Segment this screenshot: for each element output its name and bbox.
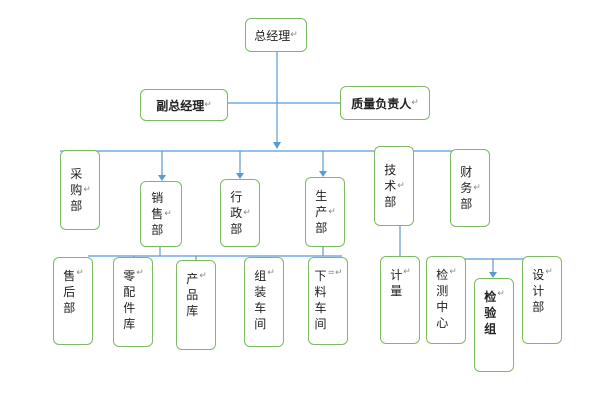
node-design-dept: 设计部↵ — [522, 256, 562, 344]
node-product-warehouse: 产品库↵ — [176, 260, 216, 350]
paragraph-mark-icon: ↵ — [403, 267, 411, 277]
node-inspection-group-label: 检验组 — [484, 290, 497, 336]
paragraph-mark-icon: ↵ — [328, 207, 336, 217]
node-general-manager: 总经理↵ — [245, 18, 307, 52]
paragraph-mark-icon: ↵ — [497, 289, 505, 299]
paragraph-mark-icon: ↵ — [164, 209, 172, 219]
node-general-manager-label: 总经理 — [254, 28, 291, 43]
node-admin-dept: 行政部↵ — [220, 179, 260, 247]
node-cutting-workshop: 下料车间=↵ — [308, 257, 348, 345]
node-metering-label: 计量 — [390, 268, 403, 298]
node-testing-center-label: 检测中心 — [436, 268, 449, 330]
node-assembly-workshop: 组装车间↵ — [244, 257, 284, 347]
paragraph-mark-icon: ↵ — [411, 98, 419, 108]
node-design-dept-label: 设计部 — [532, 268, 545, 314]
node-cutting-workshop-label: 下料车间 — [314, 269, 327, 331]
node-metering: 计量↵ — [380, 256, 420, 344]
node-quality-manager-label: 质量负责人 — [351, 96, 412, 111]
node-after-sales-dept: 售后部↵ — [53, 257, 93, 345]
paragraph-mark-icon: ↵ — [83, 185, 91, 195]
node-technology-dept: 技术部↵ — [374, 146, 414, 226]
paragraph-mark-icon: ↵ — [473, 183, 481, 193]
node-purchasing-dept: 采购部↵ — [60, 150, 100, 230]
paragraph-mark-icon: ↵ — [243, 208, 251, 218]
node-technology-dept-label: 技术部 — [384, 163, 397, 209]
paragraph-mark-icon: ↵ — [136, 268, 144, 278]
paragraph-mark-icon: ↵ — [290, 30, 298, 40]
node-assembly-workshop-label: 组装车间 — [254, 269, 267, 331]
paragraph-mark-icon: ↵ — [335, 268, 343, 278]
paragraph-mark-icon: ↵ — [76, 268, 84, 278]
node-quality-manager: 质量负责人↵ — [340, 86, 430, 120]
equals-mark: = — [327, 268, 335, 278]
node-production-dept-label: 生产部 — [315, 189, 328, 235]
node-parts-warehouse: 零配件库↵ — [113, 257, 153, 347]
node-product-warehouse-label: 产品库 — [186, 272, 199, 318]
paragraph-mark-icon: ↵ — [397, 181, 405, 191]
node-deputy-general-manager: 副总经理↵ — [140, 89, 228, 121]
paragraph-mark-icon: ↵ — [545, 267, 553, 277]
node-admin-dept-label: 行政部 — [230, 190, 243, 236]
paragraph-mark-icon: ↵ — [449, 267, 457, 277]
node-purchasing-dept-label: 采购部 — [70, 167, 83, 213]
node-inspection-group: 检验组↵ — [474, 278, 514, 372]
node-deputy-general-manager-label: 副总经理 — [156, 98, 205, 113]
paragraph-mark-icon: ↵ — [267, 268, 275, 278]
node-sales-dept-label: 销售部 — [151, 191, 164, 237]
paragraph-mark-icon: ↵ — [199, 271, 207, 281]
node-finance-dept-label: 财务部 — [460, 165, 473, 211]
node-finance-dept: 财务部↵ — [450, 149, 490, 227]
node-after-sales-dept-label: 售后部 — [63, 269, 76, 315]
node-sales-dept: 销售部↵ — [140, 181, 182, 247]
paragraph-mark-icon: ↵ — [204, 100, 212, 110]
node-testing-center: 检测中心↵ — [426, 256, 466, 344]
node-parts-warehouse-label: 零配件库 — [123, 269, 136, 331]
node-production-dept: 生产部↵ — [305, 177, 345, 247]
